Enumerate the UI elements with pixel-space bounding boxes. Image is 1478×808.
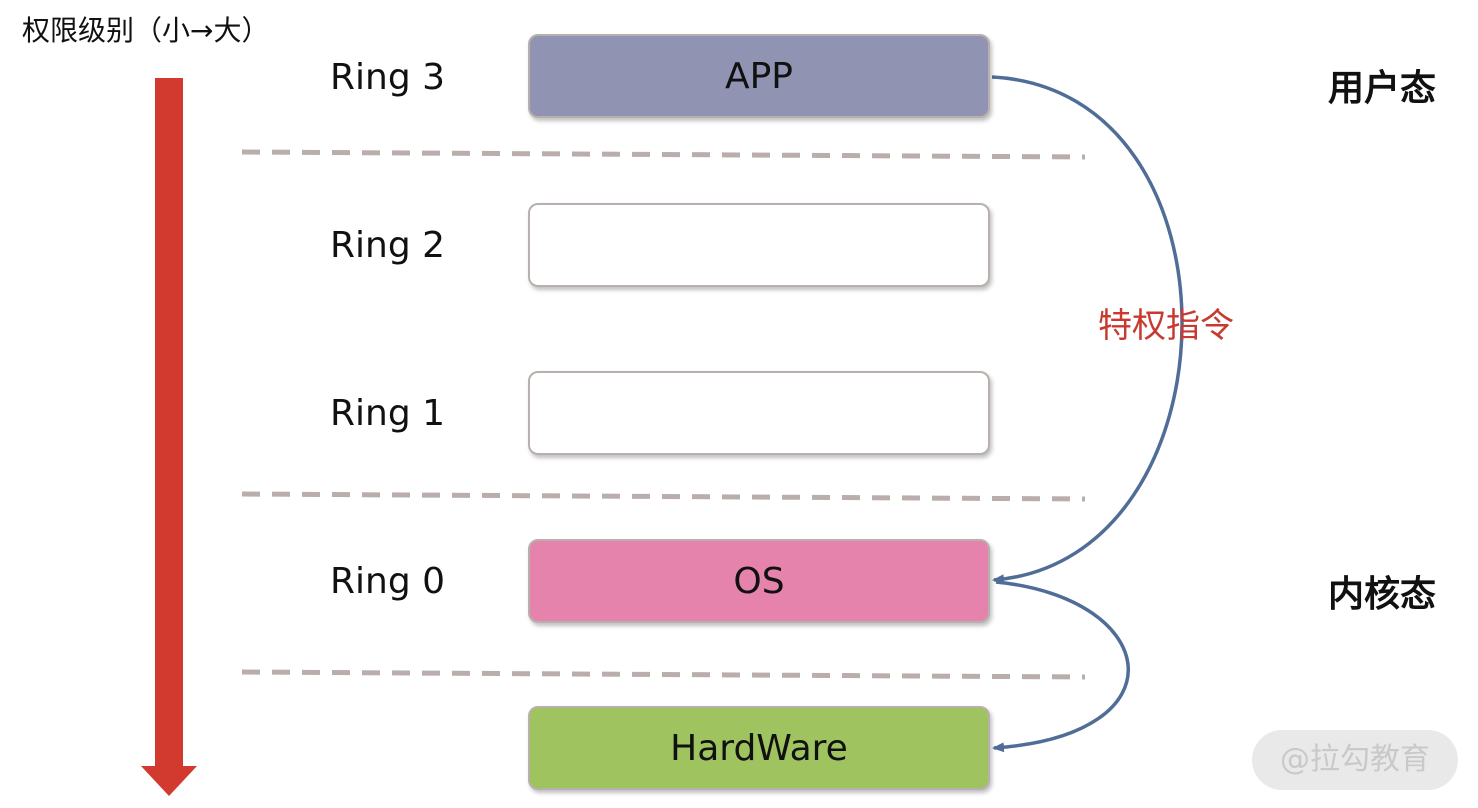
watermark: @拉勾教育	[1252, 730, 1458, 790]
user-mode-label: 用户态	[1328, 68, 1437, 109]
privilege-axis-arrow	[141, 78, 197, 796]
os-box-label: OS	[733, 560, 785, 602]
app-box: APP	[528, 34, 990, 118]
divider-ring0-hardware	[241, 669, 1086, 680]
os-box: OS	[528, 539, 990, 623]
ring-label-2: Ring 2	[330, 225, 446, 266]
divider-ring1-ring0	[241, 491, 1086, 502]
ring-label-1: Ring 1	[330, 393, 446, 434]
ring-label-3: Ring 3	[330, 57, 446, 98]
hardware-box-label: HardWare	[670, 727, 848, 769]
hardware-box: HardWare	[528, 706, 990, 790]
app-box-label: APP	[724, 55, 794, 97]
connector-app-to-os	[991, 75, 1184, 585]
kernel-mode-label: 内核态	[1328, 574, 1437, 615]
privileged-instruction-label: 特权指令	[1098, 306, 1234, 346]
ring-label-0: Ring 0	[330, 561, 446, 602]
ring2-box	[528, 203, 990, 287]
connector-os-to-hardware	[992, 580, 1130, 753]
ring1-box	[528, 371, 990, 455]
privilege-axis-title: 权限级别（小→大）	[22, 14, 270, 47]
divider-ring3-ring2	[241, 149, 1086, 160]
